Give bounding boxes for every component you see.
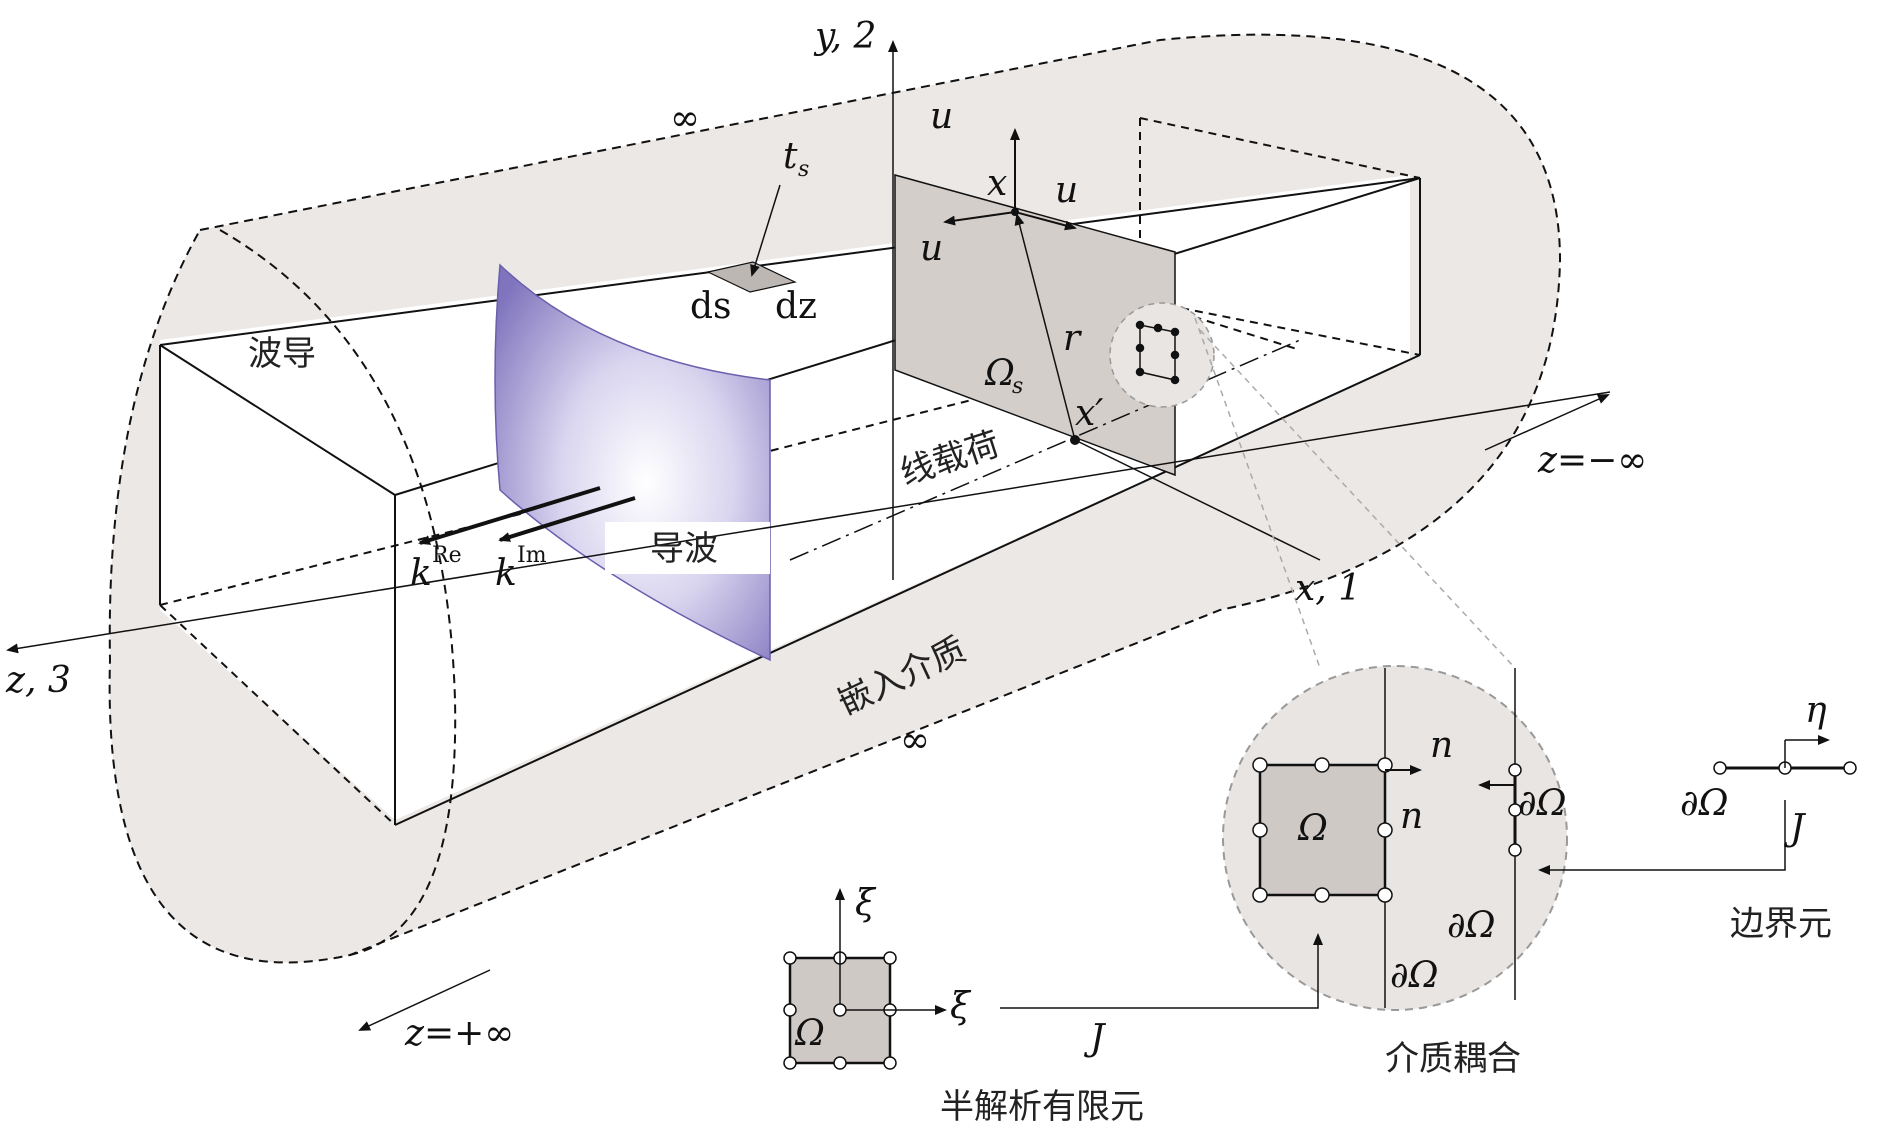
traction-label: t — [783, 136, 798, 177]
n-dob-label: n — [1430, 725, 1453, 766]
medium-coupling-label: 介质耦合 — [1385, 1039, 1521, 1079]
source-point — [1011, 208, 1019, 216]
jacobian-s-label: J — [1083, 1018, 1107, 1059]
d-omega-b-label: ∂Ω — [1447, 905, 1495, 946]
x-prime-point — [1070, 435, 1080, 445]
medium-coupling-zoom — [1222, 665, 1568, 1011]
z-plus-label: z=+∞ — [404, 1013, 514, 1054]
traction-sub: s — [798, 157, 809, 182]
ds-label: ds — [690, 286, 732, 327]
reference-boundary-nodes — [1713, 761, 1857, 775]
z-axis — [6, 391, 1611, 654]
omega-s-sub: s — [1012, 374, 1023, 399]
ds-dz-patch — [706, 261, 797, 293]
infinity-bottom: ∞ — [900, 720, 930, 761]
d-omega-s-label: ∂Ω — [1390, 955, 1438, 996]
line-load-line — [789, 339, 1301, 561]
d-omega-b-ref-label: ∂Ω — [1680, 783, 1728, 824]
eta-label: η — [1805, 690, 1827, 731]
infinity-top: ∞ — [670, 98, 700, 139]
kz-re-label: k — [410, 553, 432, 594]
boundary-element-label: 边界元 — [1730, 904, 1832, 944]
omega-s-e-label: Ω — [1297, 808, 1328, 849]
uy-ty-label: u — [930, 96, 953, 137]
kz-im-sup: Im — [517, 543, 547, 568]
d-omega-b-q-label: ∂Ω — [1518, 783, 1566, 824]
boundary-element-nodes — [1508, 763, 1522, 857]
z-minus-label: z=−∞ — [1537, 440, 1647, 481]
kz-re-sup: Re — [432, 543, 462, 568]
small-element — [1135, 320, 1180, 385]
waveguide-label: 波导 — [248, 334, 316, 374]
reference-center-node — [833, 1003, 847, 1017]
xi2-label: ξ — [950, 986, 972, 1027]
r-vector — [1014, 213, 1076, 441]
zoom-line-1 — [1194, 317, 1321, 669]
cross-section-plane — [894, 174, 1176, 477]
omega-s-e-nodes — [1252, 757, 1393, 903]
r-label: r — [1063, 318, 1082, 359]
ux-arrow — [1014, 211, 1077, 231]
x-axis-label: x, 1 — [1295, 568, 1361, 609]
uz-tz-label: u — [920, 228, 943, 269]
guided-wave-label: 导波 — [650, 529, 718, 569]
traction-arrow — [750, 184, 781, 277]
n-dos-label: n — [1400, 796, 1423, 837]
omega-s-label: Ω — [984, 353, 1015, 394]
guided-wave-label-box — [605, 522, 770, 574]
kz-im-arrow — [498, 496, 636, 542]
jacobian-b-arrow — [1538, 800, 1786, 875]
omega-ref-label: Ω — [794, 1013, 825, 1054]
kz-re-arrow — [418, 486, 601, 545]
dz-label: dz — [775, 286, 817, 327]
uz-arrow — [943, 211, 1016, 226]
kz-im-label: k — [495, 553, 517, 594]
semi-analytical-fe-label: 半解析有限元 — [940, 1087, 1144, 1127]
zoom-line-2 — [1199, 329, 1516, 669]
x-axis — [1074, 439, 1321, 561]
z-plus-arrow — [358, 969, 491, 1031]
ux-tx-label: u — [1055, 170, 1078, 211]
x-prime-label: x′ — [1075, 393, 1103, 434]
jacobian-b-label: J — [1783, 808, 1807, 849]
z-axis-label: z, 3 — [5, 660, 71, 701]
xi1-label: ξ — [855, 883, 877, 924]
y-axis-label: y, 2 — [813, 16, 876, 57]
z-minus-arrow — [1484, 394, 1610, 451]
x-point-label: x — [987, 163, 1007, 204]
waveguide-box — [159, 117, 1421, 826]
jacobian-s-arrow — [1000, 933, 1323, 1009]
halo-front-dashed-arc — [219, 229, 457, 956]
zoom-source-circle — [1109, 302, 1215, 408]
